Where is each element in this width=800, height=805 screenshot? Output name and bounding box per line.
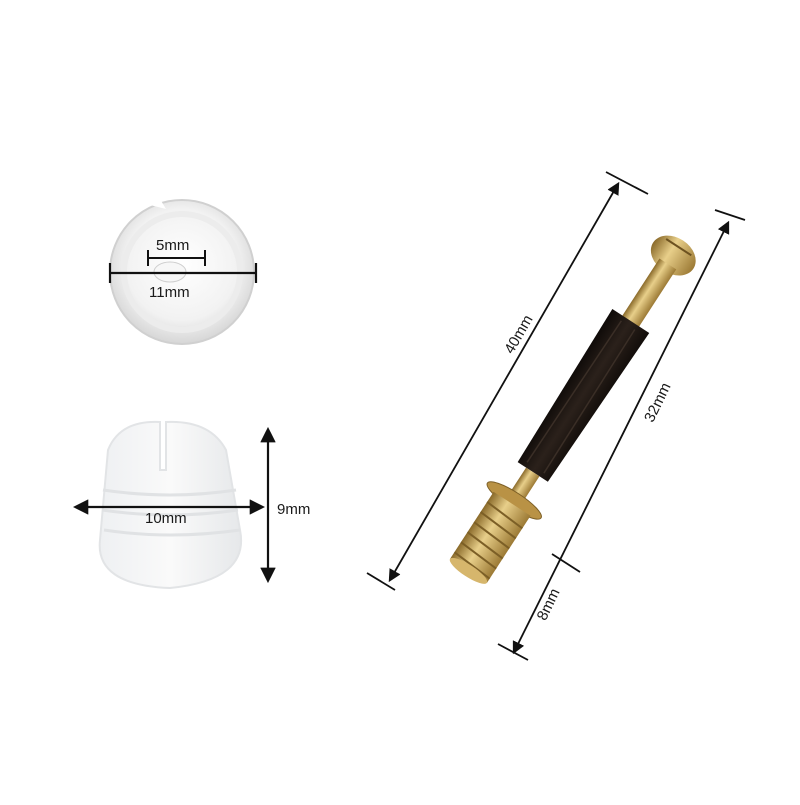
label-width: 10mm <box>145 510 187 527</box>
label-outer-diameter: 11mm <box>149 284 190 301</box>
bolt-dimension-lines <box>366 171 746 661</box>
connector-bolt <box>449 235 696 584</box>
insert-top-view <box>108 199 258 345</box>
label-height: 9mm <box>277 501 311 518</box>
label-inner-diameter: 5mm <box>156 237 190 254</box>
insert-side-view <box>72 420 276 590</box>
